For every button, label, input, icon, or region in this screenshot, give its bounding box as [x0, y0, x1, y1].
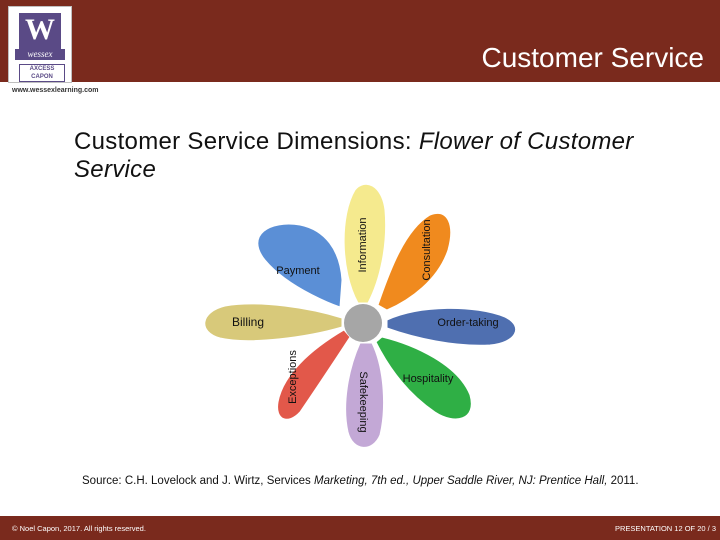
logo-partner: AXCESS CAPON: [19, 64, 65, 82]
header-title: Customer Service: [481, 42, 704, 73]
slide-title: Customer Service Dimensions: Flower of C…: [74, 128, 694, 184]
petal-billing: [204, 303, 343, 342]
label-hospitality: Hospitality: [403, 373, 454, 385]
copyright-text: © Noel Capon, 2017. All rights reserved.: [12, 524, 146, 533]
source-prefix: Source: C.H. Lovelock and J. Wirtz, Serv…: [82, 475, 314, 487]
petal-order-taking: [386, 307, 517, 346]
flower-center: [344, 304, 382, 342]
page-number: PRESENTATION 12 OF 20 / 3: [614, 524, 716, 533]
label-information: Information: [357, 217, 369, 272]
label-payment: Payment: [276, 265, 319, 277]
label-billing: Billing: [232, 315, 264, 329]
label-order-taking: Order-taking: [437, 317, 498, 329]
source-citation: Source: C.H. Lovelock and J. Wirtz, Serv…: [82, 474, 662, 489]
slide-title-main: Customer Service Dimensions:: [74, 128, 419, 155]
website-url[interactable]: www.wessexlearning.com: [12, 87, 99, 94]
header-bar: W wessex AXCESS CAPON Customer Service: [0, 0, 720, 83]
logo-letter: W: [19, 13, 61, 49]
petal-hospitality: [375, 336, 472, 420]
logo-name: wessex: [15, 49, 65, 60]
slide-title-italic: Flower of Customer Service: [74, 128, 634, 183]
label-safekeeping: Safekeeping: [357, 371, 369, 432]
footer-bar: © Noel Capon, 2017. All rights reserved.…: [0, 516, 720, 540]
petal-exceptions: [277, 329, 351, 420]
source-suffix: 2011.: [607, 475, 639, 487]
petal-payment: [257, 223, 343, 308]
petal-safekeeping: [345, 342, 385, 448]
label-exceptions: Exceptions: [287, 350, 299, 404]
flower-diagram: Payment Information Consultation Order-t…: [204, 183, 517, 448]
source-italic: Marketing, 7th ed., Upper Saddle River, …: [314, 475, 608, 487]
petal-consultation: [377, 212, 452, 311]
petal-information: [343, 183, 387, 304]
wessex-logo[interactable]: W wessex AXCESS CAPON: [8, 6, 72, 83]
label-consultation: Consultation: [421, 219, 433, 280]
